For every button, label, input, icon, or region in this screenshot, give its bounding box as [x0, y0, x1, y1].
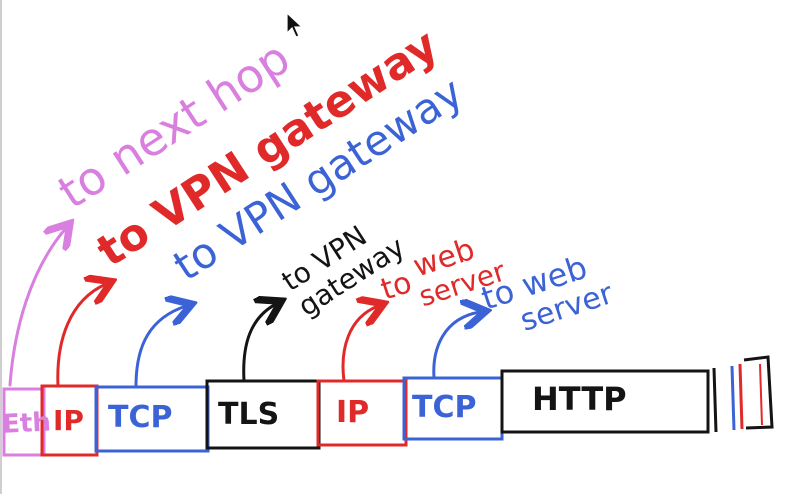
trailer-box-black	[743, 355, 774, 430]
segment-label-tcp1: TCP	[108, 400, 172, 435]
annotation-red-prefix: to	[377, 265, 416, 308]
packet-segments	[2, 355, 774, 457]
mouse-pointer-icon	[286, 12, 304, 38]
trailer-line-black	[712, 367, 718, 433]
segment-label-ip2: IP	[336, 395, 369, 430]
arrow-red-1	[56, 284, 106, 388]
segment-label-tcp2: TCP	[412, 390, 476, 425]
segment-box-http	[500, 369, 710, 434]
segment-labels: Eth IP TCP TLS IP TCP HTTP	[1, 380, 626, 440]
segment-label-tls: TLS	[218, 397, 279, 432]
arrow-red-2	[341, 306, 378, 383]
arrow-blue-2	[432, 312, 480, 380]
left-border	[0, 0, 2, 494]
segment-label-ip1: IP	[53, 404, 84, 437]
arrow-black	[242, 304, 276, 383]
segment-box-ip2	[316, 379, 408, 447]
segment-box-eth	[2, 387, 46, 457]
annotations: to next hop to VPN gateway to VPN gatewa…	[49, 19, 618, 338]
trailer-line-blue	[730, 365, 736, 431]
segment-label-eth: Eth	[1, 407, 51, 440]
arrow-blue-1	[134, 306, 186, 388]
arrows	[8, 228, 480, 388]
trailer-line-red-2	[759, 363, 763, 426]
arrow-pink	[8, 228, 66, 387]
segment-label-http: HTTP	[532, 380, 627, 418]
trailer-line-red	[738, 363, 744, 430]
